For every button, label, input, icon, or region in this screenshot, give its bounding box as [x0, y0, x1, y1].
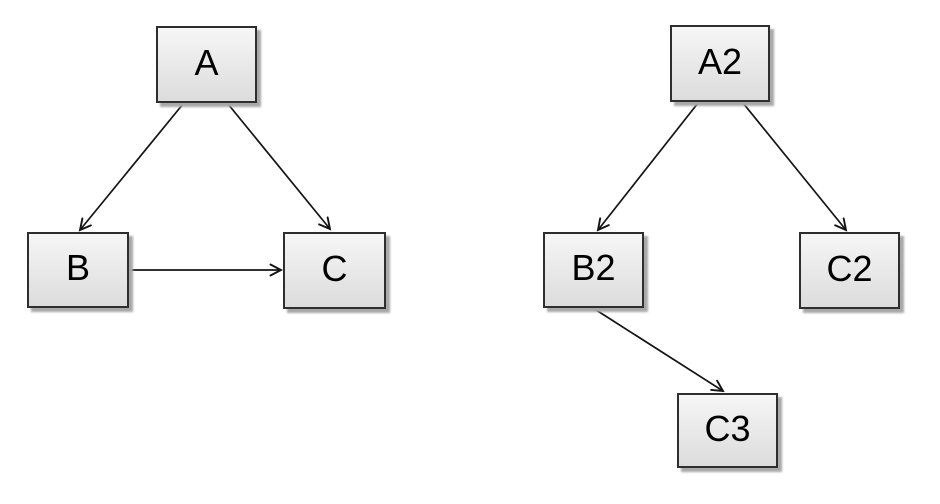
node-A[interactable]: A — [156, 26, 257, 103]
node-C[interactable]: C — [283, 232, 386, 309]
edge-A2-C2[interactable] — [742, 102, 848, 232]
node-label: C — [321, 247, 348, 289]
node-label: B2 — [571, 247, 616, 288]
node-B[interactable]: B — [27, 232, 129, 308]
node-label: B — [65, 247, 90, 288]
node-label: C2 — [826, 247, 873, 289]
edge-A2-B2[interactable] — [596, 102, 699, 232]
node-label: C3 — [704, 407, 751, 449]
node-B2[interactable]: B2 — [543, 232, 644, 308]
edge-A-C[interactable] — [227, 103, 332, 231]
edge-A-B[interactable] — [78, 103, 184, 232]
node-label: A — [194, 41, 219, 83]
node-A2[interactable]: A2 — [670, 25, 770, 102]
node-C2[interactable]: C2 — [799, 232, 900, 309]
node-label: A2 — [697, 40, 743, 82]
edge-B2-C3[interactable] — [592, 307, 725, 393]
node-C3[interactable]: C3 — [677, 393, 778, 468]
